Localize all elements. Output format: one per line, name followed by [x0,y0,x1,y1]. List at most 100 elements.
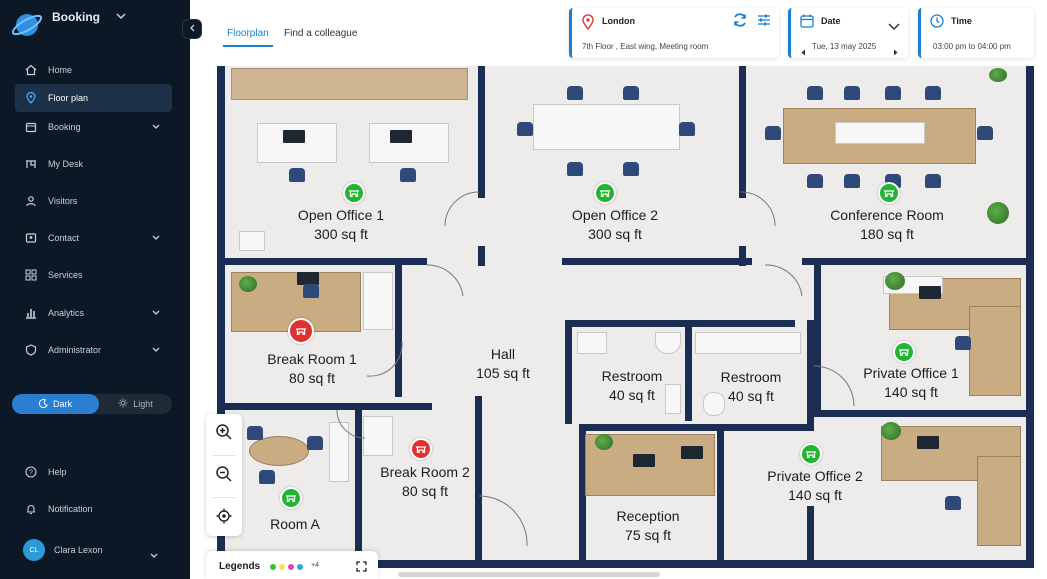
sidebar-item-administrator[interactable]: Administrator [15,336,172,364]
brand-name: Booking [52,10,100,24]
calendar-icon [800,14,814,33]
meeting-table-icon [286,495,296,502]
chevron-left-icon[interactable] [801,43,806,61]
person-icon [24,194,38,208]
tab-find-a-colleague[interactable]: Find a colleague [284,28,358,39]
tab-floorplan[interactable]: Floorplan [223,28,273,47]
expand-icon[interactable] [356,559,367,577]
availability-pin-break-room-2[interactable] [410,438,432,460]
sidebar-item-label: My Desk [48,159,84,169]
meeting-table-icon [600,190,610,197]
legends-panel[interactable]: Legends +4 [206,551,378,579]
zoom-controls [206,414,242,536]
sidebar-item-label: Administrator [48,345,102,355]
chevron-right-icon[interactable] [893,43,898,61]
chevron-down-icon [152,345,160,355]
date-card[interactable]: Date Tue, 13 may 2025 [788,8,908,58]
zoom-out-button[interactable] [214,465,234,488]
theme-dark-button[interactable]: Dark [12,394,99,414]
refresh-icon[interactable] [732,13,748,32]
location-title: London [602,16,635,26]
chevron-left-icon [189,24,195,35]
sidebar-item-help[interactable]: ? Help [15,458,172,486]
recenter-button[interactable] [214,508,234,528]
legend-more-count: +4 [311,562,319,569]
filter-sliders-icon[interactable] [757,13,771,32]
chevron-down-icon[interactable] [150,546,158,564]
sidebar-item-analytics[interactable]: Analytics [15,299,172,327]
availability-pin-break-room-1[interactable] [288,318,314,344]
avatar[interactable]: CL [23,539,45,561]
legend-dot [297,564,303,570]
location-pin-icon [24,91,38,105]
availability-pin-private-office-1[interactable] [893,341,915,363]
sidebar: Booking Home Floor plan Booking My Desk … [0,0,190,579]
home-icon [24,63,38,77]
sidebar-item-label: Booking [48,122,81,132]
desk-icon [24,157,38,171]
sidebar-item-floor-plan[interactable]: Floor plan [15,84,172,112]
sidebar-item-booking[interactable]: Booking [15,113,172,141]
availability-pin-conference-room[interactable] [878,182,900,204]
bell-icon [24,502,38,516]
sidebar-item-label: Floor plan [48,93,89,103]
sidebar-item-visitors[interactable]: Visitors [15,187,172,215]
meeting-table-icon [349,190,359,197]
sun-icon [118,398,128,410]
sidebar-item-home[interactable]: Home [15,56,172,84]
location-subtitle: 7th Floor , East wing, Meeting room [582,42,709,51]
availability-pin-open-office-2[interactable] [594,182,616,204]
zoom-out-icon [215,465,233,488]
legends-title: Legends [219,561,261,572]
horizontal-scrollbar[interactable] [398,572,660,577]
chevron-down-icon[interactable] [116,12,126,23]
sidebar-item-my-desk[interactable]: My Desk [15,150,172,178]
bar-chart-icon [24,306,38,320]
collapse-sidebar-button[interactable] [182,19,202,39]
room-label-room-a[interactable]: Room A [270,516,320,532]
theme-toggle: Dark Light [12,394,172,414]
target-icon [216,508,232,529]
chevron-down-icon[interactable] [888,18,900,36]
theme-light-label: Light [133,399,153,409]
availability-pin-private-office-2[interactable] [800,443,822,465]
clock-icon [930,14,944,33]
sidebar-item-label: Visitors [48,196,78,206]
availability-pin-room-a[interactable] [280,487,302,509]
sidebar-item-label: Analytics [48,308,85,318]
help-icon: ? [24,465,38,479]
services-icon [24,268,38,282]
availability-pin-open-office-1[interactable] [343,182,365,204]
location-card[interactable]: London 7th Floor , East wing, Meeting ro… [569,8,779,58]
chevron-down-icon [152,308,160,318]
zoom-in-button[interactable] [214,423,234,446]
brand[interactable] [10,8,44,42]
legend-dot [288,564,294,570]
moon-icon [38,398,48,410]
sidebar-item-services[interactable]: Services [15,261,172,289]
time-card[interactable]: Time 03:00 pm to 04:00 pm [918,8,1034,58]
theme-light-button[interactable]: Light [99,394,172,414]
zoom-in-icon [215,423,233,446]
time-value: 03:00 pm to 04:00 pm [933,42,1011,51]
sidebar-item-contact[interactable]: Contact [15,224,172,252]
location-pin-icon [581,14,595,35]
sidebar-item-notification[interactable]: Notification [15,495,172,523]
sidebar-item-label: Contact [48,233,80,243]
chevron-down-icon [152,122,160,132]
user-name[interactable]: Clara Lexon [54,545,103,555]
planet-logo-icon [10,8,44,42]
